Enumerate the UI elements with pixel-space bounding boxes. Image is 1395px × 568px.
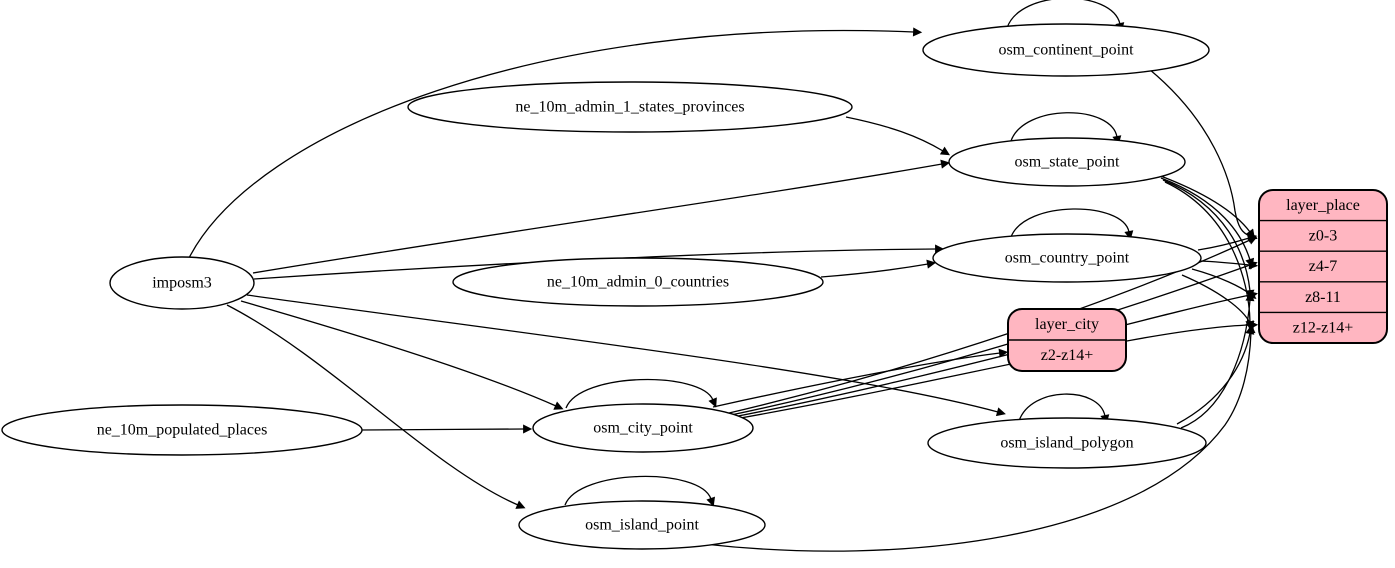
layer_place-row-z8-11: z8-11 (1305, 289, 1341, 306)
osm_state_point-ellipse (948, 137, 1186, 187)
edge-osm_island_polygon-to-layer_place-z12-z14+ (1176, 324, 1255, 425)
layer-node-layer_place: layer_place z0-3 z4-7 z8-11 z12-z14+ (1258, 189, 1388, 344)
osm_island_point-label: osm_island_point (585, 517, 699, 534)
edge-osm_city_point-self (565, 378, 717, 409)
osm_state_point-label: osm_state_point (1015, 154, 1120, 171)
edge-osm_island_polygon-self (1018, 393, 1110, 425)
ne_10m_admin_1_states_provinces-ellipse (407, 81, 853, 133)
layer_place-box (1258, 189, 1388, 344)
layer_place-row-z0-3: z0-3 (1309, 228, 1337, 245)
osm_island_point-ellipse (518, 500, 766, 550)
table-node-imposm3: imposm3 (109, 256, 255, 310)
ne_10m_admin_1_states_provinces-label: ne_10m_admin_1_states_provinces (515, 99, 744, 116)
ne_10m_populated_places-ellipse (1, 404, 363, 456)
table-node-ne_10m_populated_places: ne_10m_populated_places (1, 404, 363, 456)
edge-osm_island_point-self (564, 475, 715, 507)
edge-osm_island_point-to-layer_place-z12-z14+ (703, 323, 1256, 552)
edge-osm_country_point-to-layer_place-z4-7 (1199, 260, 1259, 270)
ne_10m_populated_places-label: ne_10m_populated_places (97, 422, 268, 439)
edge-imposm3-to-osm_continent_point (188, 27, 923, 259)
edge-osm_state_point-to-layer_place-z4-7 (1160, 177, 1255, 268)
edge-imposm3-to-osm_island_polygon (246, 294, 1006, 417)
table-node-ne_10m_admin_1_states_provinces: ne_10m_admin_1_states_provinces (407, 81, 853, 133)
edge-osm_country_point-to-layer_place-z12-z14+ (1181, 274, 1254, 331)
edge-osm_state_point-to-layer_place-z12-z14+ (1164, 181, 1255, 331)
osm_island_polygon-label: osm_island_polygon (1000, 435, 1133, 452)
ne_10m_admin_0_countries-ellipse (452, 257, 824, 307)
layer_city-row-z2-z14+: z2-z14+ (1041, 347, 1094, 364)
edge-imposm3-to-osm_state_point (252, 159, 951, 274)
layer_place-row-z4-7: z4-7 (1309, 258, 1337, 275)
layer_place-row-layer_place: layer_place (1286, 197, 1360, 214)
osm_city_point-ellipse (532, 403, 754, 453)
edge-osm_country_point-self (1010, 208, 1134, 241)
edge-ne_10m_populated_places-to-osm_city_point (360, 424, 533, 434)
edge-ne_10m_admin_0_countries-to-osm_country_point (820, 259, 937, 278)
table-node-ne_10m_admin_0_countries: ne_10m_admin_0_countries (452, 257, 824, 307)
edge-ne_10m_admin_1_states_provinces-to-osm_state_point (845, 116, 951, 156)
imposm3-label: imposm3 (152, 275, 212, 292)
edge-osm_country_point-to-layer_place-z0-3 (1197, 233, 1257, 251)
edge-osm_state_point-to-layer_place-z8-11 (1162, 179, 1255, 300)
table-node-osm_island_point: osm_island_point (518, 500, 766, 550)
edge-imposm3-to-osm_island_point (226, 304, 526, 509)
edge-osm_continent_point-to-layer_place-z0-3 (1148, 68, 1258, 240)
edge-osm_state_point-self (1010, 112, 1122, 146)
edge-imposm3-to-osm_city_point (240, 300, 564, 410)
edge-osm_city_point-to-layer_place-z8-11 (732, 290, 1259, 418)
osm_continent_point-label: osm_continent_point (998, 42, 1134, 59)
edge-osm_continent_point-self (1006, 0, 1125, 32)
layer_city-row-layer_city: layer_city (1035, 316, 1099, 333)
osm_country_point-label: osm_country_point (1005, 250, 1130, 267)
layer-node-layer_city: layer_city z2-z14+ (1007, 308, 1127, 372)
ne_10m_admin_0_countries-label: ne_10m_admin_0_countries (547, 274, 729, 291)
edge-osm_island_polygon-to-layer_place-z8-11 (1180, 291, 1255, 429)
edge-osm_state_point-to-layer_place-z0-3 (1157, 174, 1255, 239)
osm_city_point-label: osm_city_point (593, 420, 693, 437)
edge-osm_city_point-to-layer_city-z2-z14+ (712, 348, 1009, 408)
osm_country_point-ellipse (932, 233, 1202, 283)
imposm3-ellipse (109, 256, 255, 310)
table-node-osm_city_point: osm_city_point (532, 403, 754, 453)
table-node-osm_island_polygon: osm_island_polygon (927, 417, 1207, 469)
osm_island_polygon-ellipse (927, 417, 1207, 469)
osm_continent_point-ellipse (922, 23, 1210, 77)
layer_place-row-z12-z14+: z12-z14+ (1293, 319, 1354, 336)
table-node-osm_country_point: osm_country_point (932, 233, 1202, 283)
table-node-osm_continent_point: osm_continent_point (922, 23, 1210, 77)
table-node-osm_state_point: osm_state_point (948, 137, 1186, 187)
